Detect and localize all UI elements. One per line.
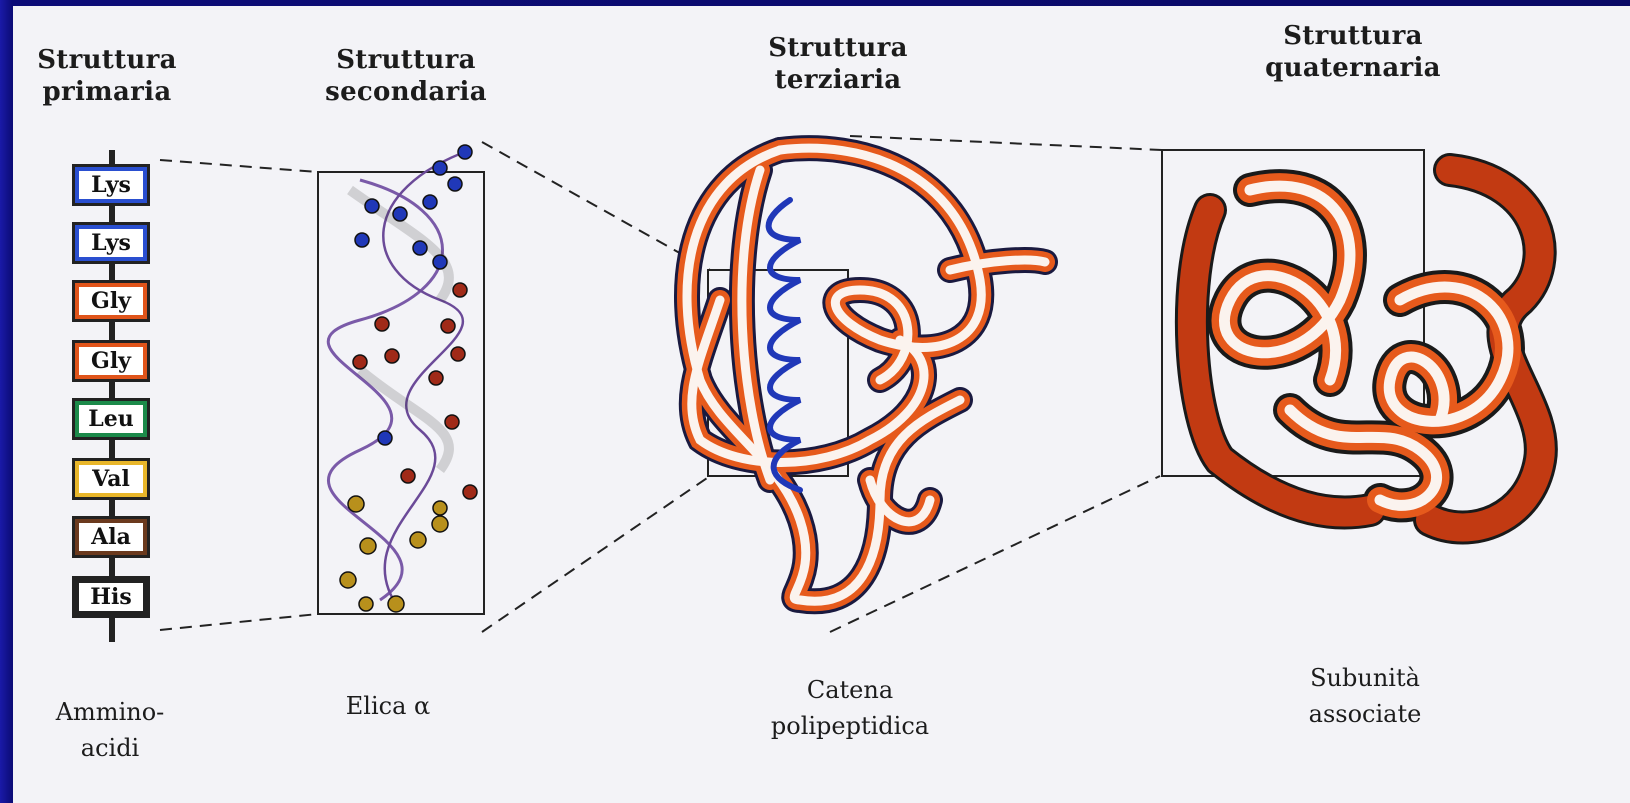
caption-tertiary: Catena polipeptidica <box>720 672 980 744</box>
amino-acid-box-lys-2: Lys <box>72 222 150 264</box>
caption-secondary-line1: Elica α <box>258 688 518 724</box>
amino-acid-box-ala-7: Ala <box>72 516 150 558</box>
caption-quaternary-line2: associate <box>1235 696 1495 732</box>
caption-primary-line2: acidi <box>0 730 240 766</box>
caption-secondary: Elica α <box>258 688 518 724</box>
caption-quaternary-line1: Subunità <box>1235 660 1495 696</box>
quaternary-subunits <box>1192 170 1541 528</box>
secondary-frame <box>318 172 484 614</box>
alpha-helix <box>328 145 477 612</box>
amino-acid-box-gly-3: Gly <box>72 280 150 322</box>
caption-quaternary: Subunità associate <box>1235 660 1495 732</box>
amino-acid-box-his-8: His <box>72 576 150 618</box>
amino-acid-box-leu-5: Leu <box>72 398 150 440</box>
amino-acid-box-val-6: Val <box>72 458 150 500</box>
amino-acid-box-gly-4: Gly <box>72 340 150 382</box>
tertiary-ribbon <box>687 148 1045 601</box>
caption-tertiary-line1: Catena <box>720 672 980 708</box>
caption-primary-line1: Ammino- <box>0 694 240 730</box>
caption-tertiary-line2: polipeptidica <box>720 708 980 744</box>
projection-lines <box>160 136 1162 632</box>
caption-primary: Ammino- acidi <box>0 694 240 766</box>
amino-acid-box-lys-1: Lys <box>72 164 150 206</box>
